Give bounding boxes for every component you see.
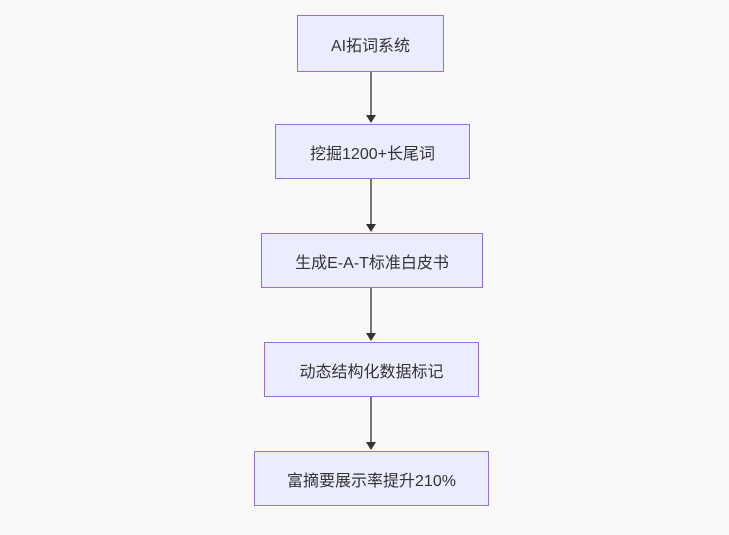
flowchart-arrow-2 <box>366 179 376 232</box>
node-label: 挖掘1200+长尾词 <box>310 145 435 163</box>
flowchart-node-structured-data-markup: 动态结构化数据标记 <box>264 342 479 397</box>
node-label: 生成E-A-T标准白皮书 <box>295 254 449 272</box>
node-label: 富摘要展示率提升210% <box>287 472 456 490</box>
arrow-line <box>370 179 372 225</box>
node-label: 动态结构化数据标记 <box>299 363 444 381</box>
arrow-head-icon <box>366 115 376 123</box>
flowchart-arrow-3 <box>366 288 376 341</box>
flowchart-arrow-4 <box>366 397 376 450</box>
arrow-line <box>370 397 372 443</box>
flowchart-arrow-1 <box>366 72 376 123</box>
arrow-head-icon <box>366 224 376 232</box>
arrow-line <box>370 72 372 116</box>
flowchart-node-rich-snippet-uplift: 富摘要展示率提升210% <box>254 451 489 506</box>
node-label: AI拓词系统 <box>330 37 411 55</box>
arrow-line <box>370 288 372 334</box>
arrow-head-icon <box>366 333 376 341</box>
flowchart-node-eat-whitepaper: 生成E-A-T标准白皮书 <box>261 233 483 288</box>
arrow-head-icon <box>366 442 376 450</box>
flowchart-node-longtail-mining: 挖掘1200+长尾词 <box>275 124 470 179</box>
flowchart-node-ai-word-expansion: AI拓词系统 <box>297 15 444 72</box>
